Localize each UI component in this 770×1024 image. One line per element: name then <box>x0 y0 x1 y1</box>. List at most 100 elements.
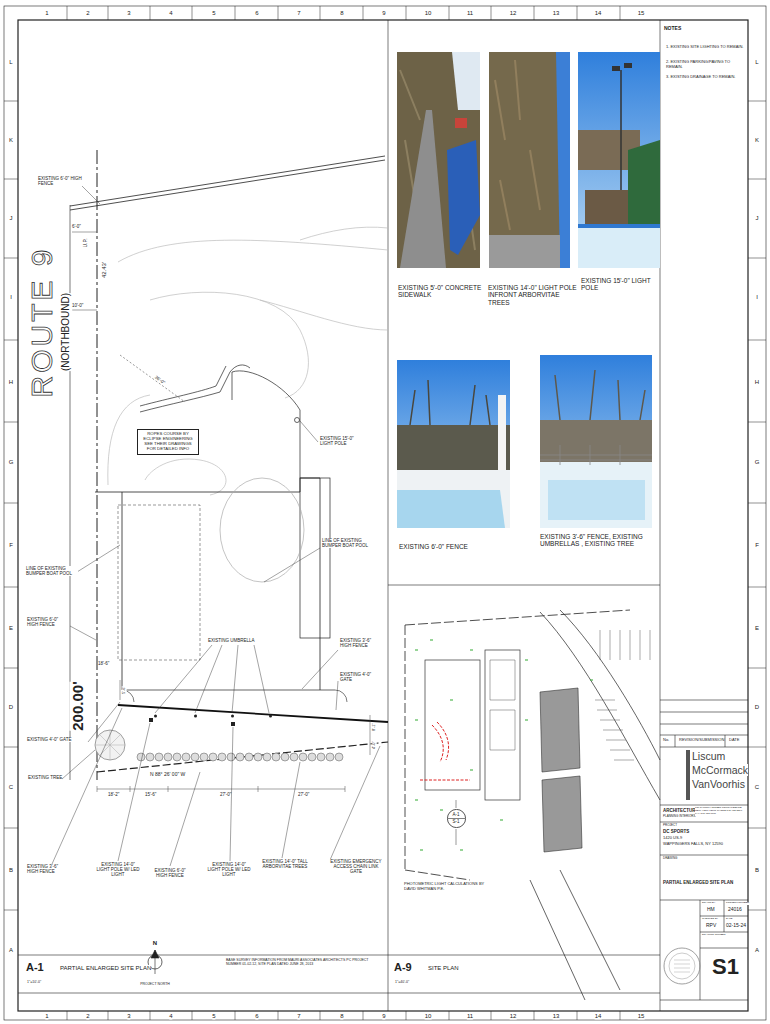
photo-texture <box>495 60 540 230</box>
dimension-label: 6'-0" <box>72 224 81 229</box>
title-block-text: PARTIAL ENLARGED SITE PLAN <box>663 880 733 885</box>
grid-reference: 13 <box>553 10 560 17</box>
grid-reference: 3 <box>127 1013 130 1020</box>
callout-label: EXISTING 3'-6" HIGH FENCE <box>340 638 382 648</box>
dimension-label: 18'-2" <box>108 792 119 797</box>
court <box>540 688 580 772</box>
photo-tarp <box>447 140 480 255</box>
grid-reference: 6 <box>255 1013 258 1020</box>
grid-reference: 6 <box>255 10 258 17</box>
road <box>530 610 660 1000</box>
photo-caption: EXISTING 15'-0" LIGHT POLE <box>581 277 659 292</box>
grid-reference: K <box>9 137 13 144</box>
note-text: 1. EXISTING SITE LIGHTING TO REMAIN. <box>666 45 743 50</box>
ropes-course-contours <box>108 227 388 495</box>
title-block-text: 1420 US-9 <box>663 836 682 841</box>
note-text: PHOTOMETRIC LIGHT CALCULATIONS BY DAVID … <box>404 882 489 891</box>
grid-reference: 4 <box>169 1013 172 1020</box>
callout-text: A-1 <box>452 812 459 818</box>
grid-reference: 7 <box>297 1013 300 1020</box>
title-block-text: DATE <box>726 918 732 921</box>
grid-reference: J <box>756 215 759 222</box>
grid-reference: 11 <box>467 1013 473 1020</box>
grid-reference: L <box>755 59 758 66</box>
scale-text: 1"=10'-0" <box>27 980 41 984</box>
title-block-text: DRAWN BY <box>702 902 715 905</box>
drawing-title: SITE PLAN <box>428 965 459 972</box>
grid-reference: H <box>755 379 759 386</box>
grid-reference: G <box>755 459 760 466</box>
title-block-text: WAPPINGERS FALLS, NY 12590 <box>663 842 723 847</box>
grid-reference: 12 <box>510 10 517 17</box>
grid-reference: 3 <box>127 10 130 17</box>
north-arrow-pointer <box>151 950 159 974</box>
grid-reference: 14 <box>595 1013 602 1020</box>
callout-label: EXISTING 14'-0" TALL ARBORVITAE TREES <box>259 859 311 869</box>
grid-reference: K <box>755 137 759 144</box>
photo-sky <box>452 52 480 110</box>
grid-reference: F <box>755 542 759 549</box>
callout-label: EXISTING TREE <box>28 775 62 780</box>
outer-border <box>4 6 766 1020</box>
photo-light-pole <box>578 52 660 268</box>
photo-branches <box>410 380 490 425</box>
structure-outline <box>232 371 300 478</box>
callout-label: LINE OF EXISTING BUMPER BOAT POOL <box>26 566 78 576</box>
callout-label: EXISTING 6'-0" HIGH FENCE <box>27 617 69 627</box>
note-box: ROPES COURSE BY ECLIPSE ENGINEERING SEE … <box>137 429 199 455</box>
photo-caption: EXISTING 3'-6" FENCE, EXISTING UMBRELLAS… <box>540 533 652 548</box>
title-block-text: No. <box>663 738 669 743</box>
callout-label: EXISTING UMBRELLA <box>208 638 255 643</box>
photo-fence <box>397 360 510 528</box>
building-rooms <box>490 660 515 750</box>
dimension-label: 42.43' <box>101 262 108 278</box>
dimension-label: 8'-1" <box>372 723 377 731</box>
photo-caption: EXISTING 14'-0" LIGHT POLE INFRONT ARBOR… <box>488 284 578 306</box>
detail-callout: A-1S-1 <box>447 809 466 828</box>
title-block-text: 180 CHURCH STREET POUGHKEEPSIE NEW YORK … <box>695 807 747 816</box>
light-contours <box>420 722 470 780</box>
title-block-text: DATE <box>729 738 739 743</box>
photo-caption: EXISTING 6'-0" FENCE <box>399 543 468 550</box>
note-text: BASE SURVEY INFORMATION FROM MAURI ASSOC… <box>226 958 376 966</box>
photo-lamps <box>612 63 632 71</box>
callout-divider <box>447 818 464 819</box>
callout-label: LINE OF EXISTING BUMPER BOAT POOL <box>322 538 372 548</box>
grid-reference: 2 <box>86 1013 89 1020</box>
fence-top <box>70 156 385 210</box>
grid-reference: B <box>9 867 13 874</box>
fence-3-6 <box>122 690 335 691</box>
photo-pool <box>578 225 660 268</box>
grid-ticks <box>4 6 766 1020</box>
sheet-number: S1 <box>712 954 739 979</box>
grid-reference: L <box>9 59 12 66</box>
callout-outline <box>447 809 465 827</box>
building <box>485 650 520 800</box>
callout-label: U.P. <box>83 238 89 247</box>
title-block-text: DRAWING <box>663 857 677 860</box>
note-text: 3. EXISTING DRAINAGE TO REMAIN. <box>666 75 735 80</box>
grid-reference: 13 <box>553 1013 560 1020</box>
grid-reference: 1 <box>45 1013 48 1020</box>
fence-6-0 <box>118 705 388 722</box>
photo-branches <box>555 370 645 420</box>
callout-label: EXISTING EMERGENCY ACCESS CHAIN LINK GAT… <box>328 859 384 875</box>
pool-contour <box>220 478 304 582</box>
title-block-text: 24016 <box>728 907 742 913</box>
photo-gravel <box>489 235 560 268</box>
title-block-text: CHECKED BY <box>702 918 718 921</box>
callout-label: EXISTING 6'-0" HIGH FENCE <box>38 176 82 186</box>
title-block-text: PROJECT <box>663 824 677 827</box>
seal-inner <box>669 953 695 979</box>
title-block-text: PROJECT NUMBER <box>726 902 749 905</box>
grid-reference: A <box>9 947 13 954</box>
grid-reference: 1 <box>45 10 48 17</box>
grid-reference: 15 <box>638 1013 645 1020</box>
photo-pool <box>397 490 505 528</box>
dimension-label: 200.00' <box>69 681 86 730</box>
scale-text: 1"=40'-0" <box>395 980 409 984</box>
seal-lines <box>674 960 690 972</box>
pool-outline <box>95 478 320 690</box>
dimension-label: 18'-6" <box>98 661 109 666</box>
